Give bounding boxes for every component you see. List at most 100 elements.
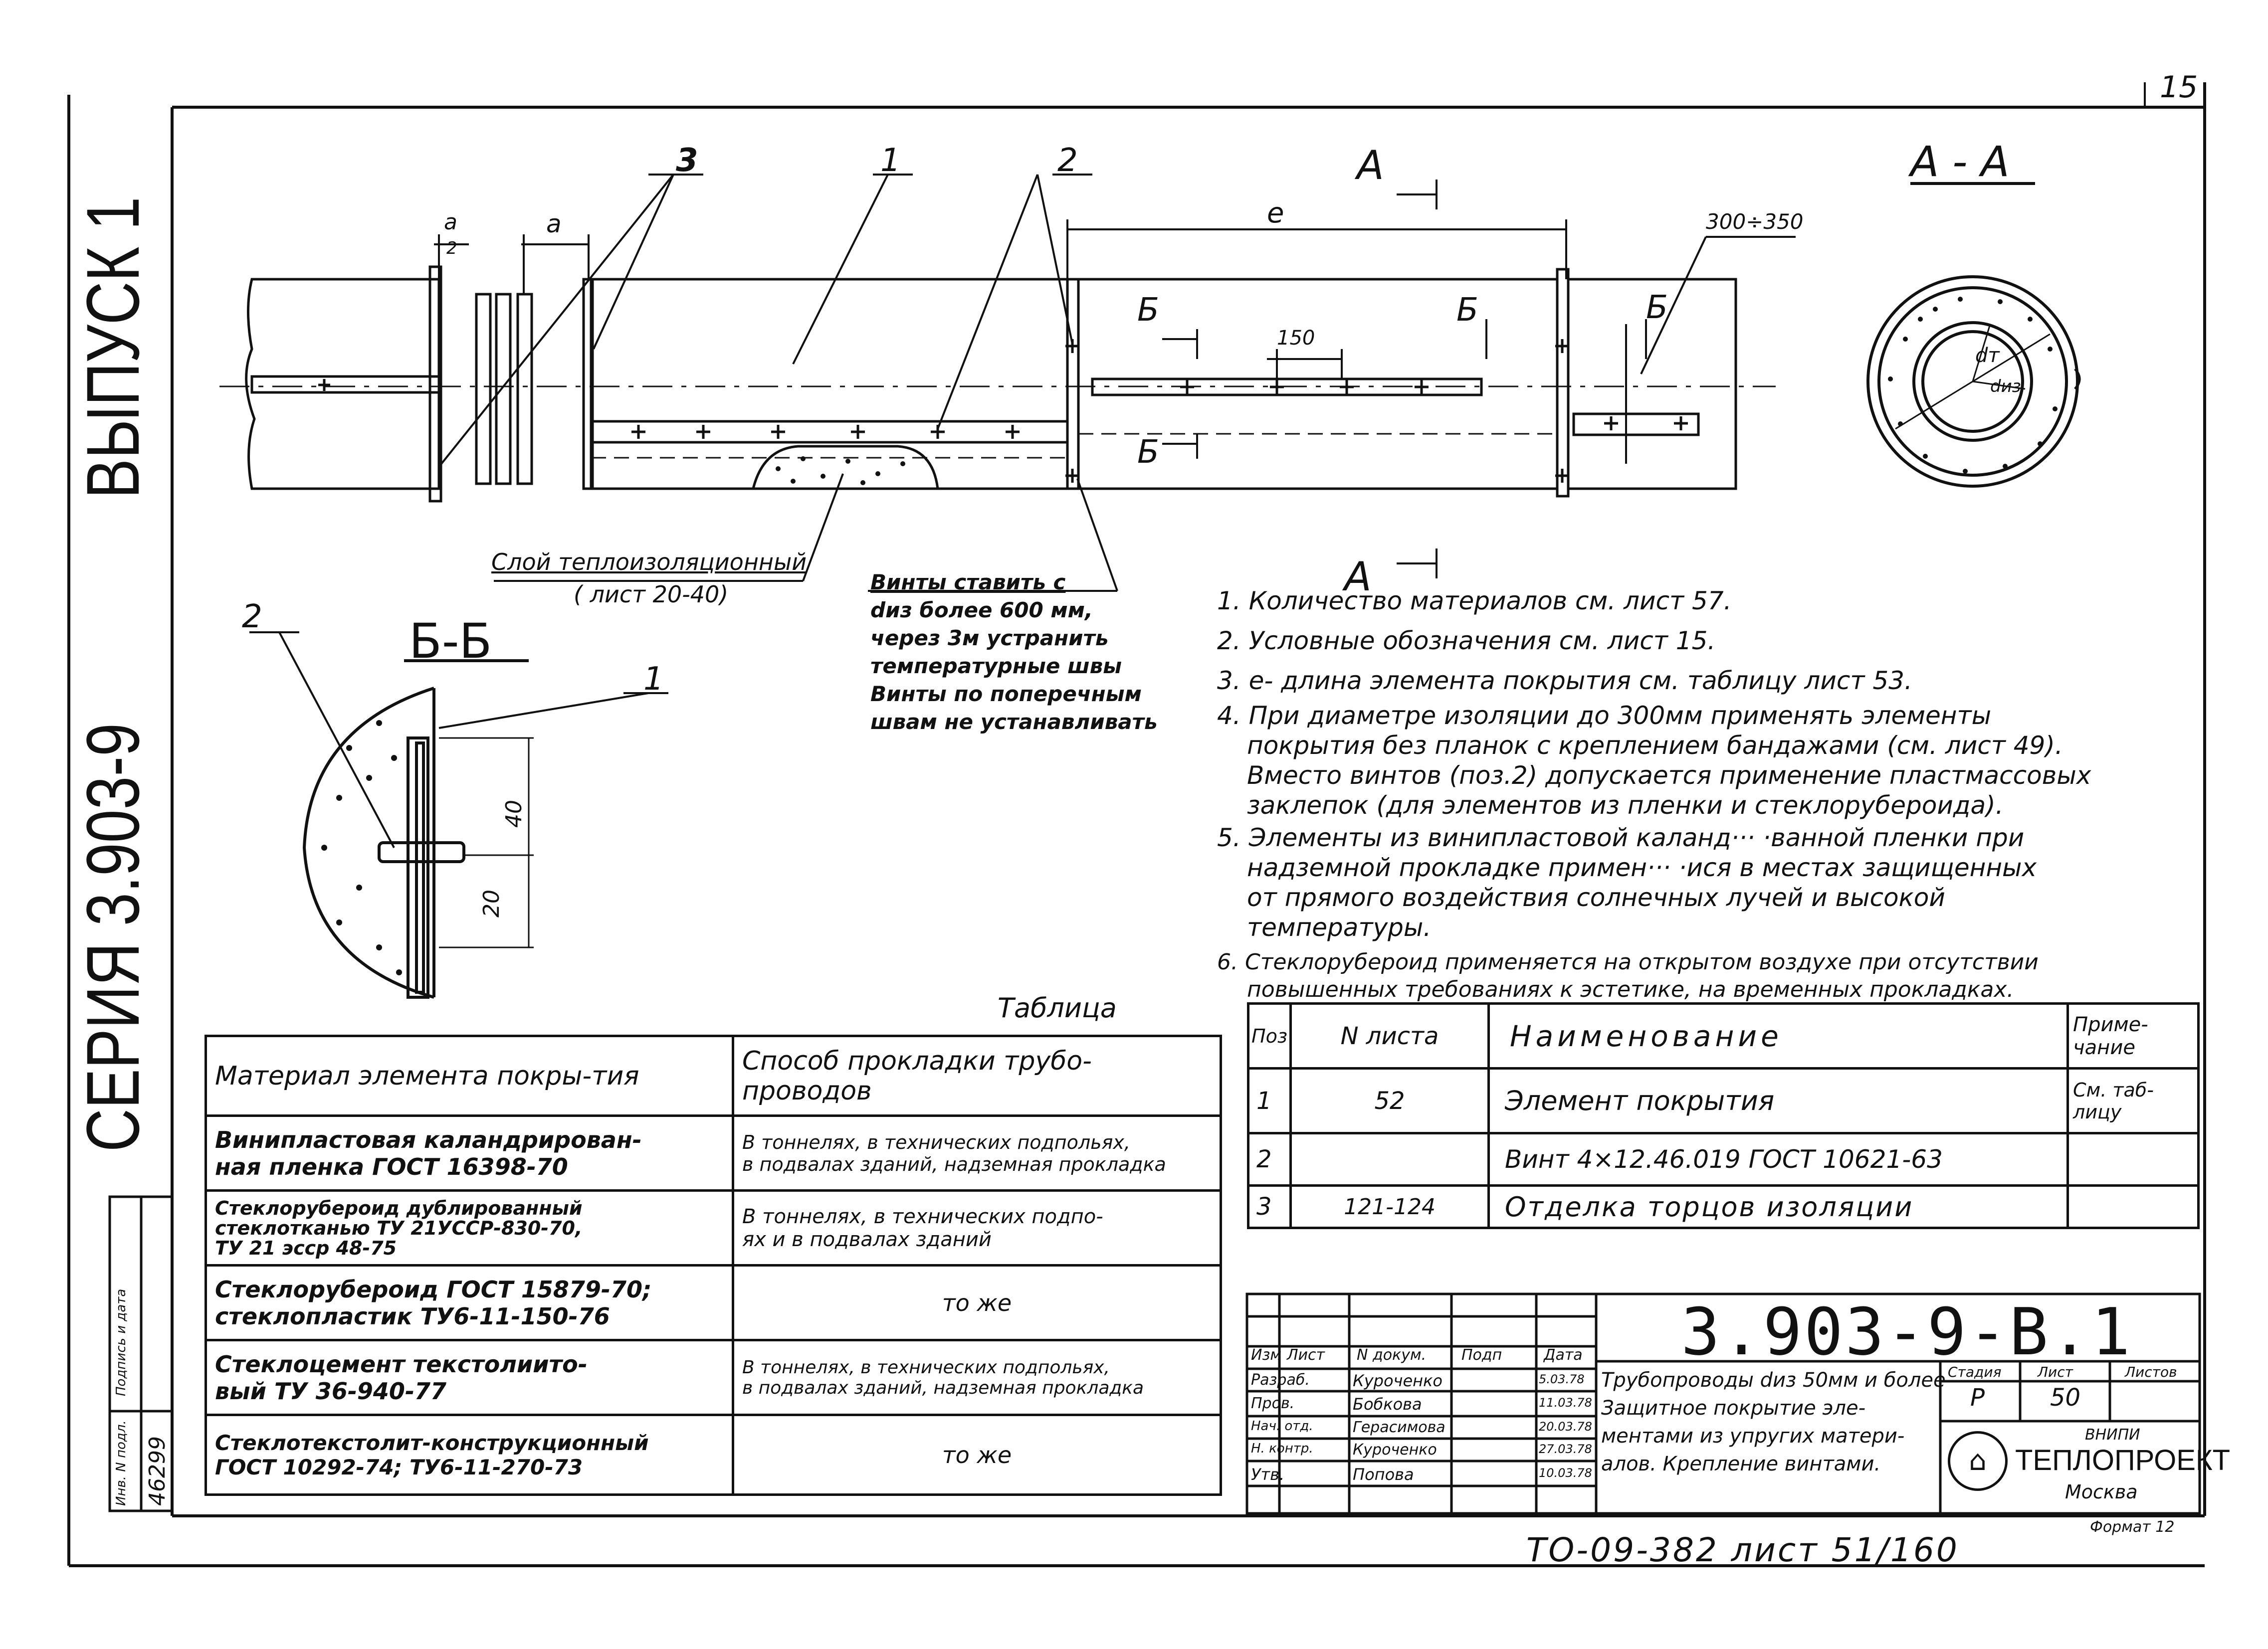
dim-e: e bbox=[1267, 197, 1284, 229]
series-vypusk: ВЫПУСК 1 bbox=[71, 196, 155, 499]
stamp-inv-number: 46299 bbox=[145, 1436, 170, 1506]
sheet-value: 50 bbox=[2050, 1384, 2081, 1412]
pos-1-label: 1 bbox=[880, 142, 901, 179]
signer-date: 27.03.78 bbox=[1539, 1442, 1592, 1456]
stage-header: Лист bbox=[2038, 1364, 2073, 1380]
cell-line: в подвалах зданий, надземная прокладка bbox=[742, 1377, 1144, 1398]
signer-name: Курoченко bbox=[1353, 1441, 1437, 1459]
note-line: покрытия без планок с креплением бандажа… bbox=[1247, 731, 2063, 760]
dim-300-350: 300÷350 bbox=[1706, 209, 1804, 234]
stamp-label-inv: Инв. N подл. bbox=[114, 1420, 129, 1506]
note-line: 2. Условные обозначения см. лист 15. bbox=[1217, 626, 1716, 655]
leader-lines bbox=[434, 174, 1796, 592]
stamp-label-sign: Подпись и дата bbox=[114, 1288, 129, 1396]
cell-line: в подвалах зданий, надземная прокладка bbox=[742, 1153, 1166, 1175]
section-a-top: A bbox=[1357, 142, 1384, 188]
section-b-4: Б bbox=[1646, 289, 1668, 326]
materials-cell: Винипластовая каландрирован- ная пленка … bbox=[205, 1114, 734, 1192]
callout-screws: Винты ставить с dиз более 600 мм, через … bbox=[870, 568, 1158, 736]
dim-a: a bbox=[546, 209, 562, 238]
title-col-list: Лист bbox=[1287, 1346, 1325, 1364]
note-line: от прямого воздействия солнечных лучей и… bbox=[1247, 883, 1945, 912]
signer-role: Нач. отд. bbox=[1251, 1419, 1313, 1434]
cell-line: стеклопластик ТУ6-11-150-76 bbox=[215, 1302, 610, 1330]
materials-table: Материал элемента покры-тия Способ прокл… bbox=[205, 1035, 1222, 1496]
callout-screws-line: температурные швы bbox=[870, 654, 1122, 678]
signer-name: Курoченко bbox=[1353, 1371, 1443, 1390]
callout-insulation-line1: Слой теплоизоляционный bbox=[491, 549, 807, 575]
note-line: 6. Стеклорубероид применяется на открыто… bbox=[1217, 949, 2039, 975]
cell-line: Стеклотекстолит-конструкционный bbox=[215, 1430, 649, 1455]
note-line: 5. Элементы из винипластовой каланд··· ·… bbox=[1217, 823, 2025, 852]
materials-cell: то же bbox=[732, 1264, 1222, 1341]
cell-line: Винипластовая каландрирован- bbox=[215, 1126, 642, 1153]
stage-header: Стадия bbox=[1948, 1364, 2002, 1380]
table-row: Стеклотекстолит-конструкционный ГОСТ 102… bbox=[205, 1414, 1222, 1496]
title-col-izm: Изм bbox=[1251, 1346, 1282, 1364]
title-line: алов. Крепление винтами. bbox=[1601, 1453, 1881, 1475]
note-line: повышенных требованиях к эстетике, на вр… bbox=[1247, 977, 2014, 1002]
title-block-code: 3.903-9-В.1 bbox=[1681, 1294, 2132, 1370]
table-row: Поз N листа Наименование Приме-чание bbox=[1246, 1002, 2200, 1070]
format-label: Формат 12 bbox=[2090, 1518, 2175, 1536]
cell-line: стеклотканью ТУ 21УССР-830-70, bbox=[215, 1217, 583, 1239]
materials-cell: В тоннелях, в технических подпольях, в п… bbox=[732, 1114, 1222, 1192]
callout-insulation-line2: ( лист 20-40) bbox=[574, 581, 729, 608]
series-seriya: СЕРИЯ 3.903-9 bbox=[71, 723, 155, 1152]
title-col-date: Дата bbox=[1544, 1346, 1583, 1364]
materials-table-title: Таблица bbox=[998, 992, 1117, 1024]
bb-dim20: 20 bbox=[479, 890, 504, 917]
spec-cell bbox=[1289, 1132, 1490, 1187]
pos-2-label: 2 bbox=[1057, 142, 1078, 179]
materials-cell: Стеклорубероид дублированный стеклоткань… bbox=[205, 1189, 734, 1267]
materials-cell: В тоннелях, в технических подпольях, в п… bbox=[732, 1339, 1222, 1416]
dim-a-half: a bbox=[444, 209, 457, 235]
signer-role: Утв. bbox=[1251, 1465, 1285, 1484]
org-top: ВНИПИ bbox=[2085, 1426, 2140, 1444]
bb-pos1: 1 bbox=[643, 661, 664, 698]
signer-role: Разраб. bbox=[1251, 1371, 1310, 1389]
stage-header: Листов bbox=[2125, 1364, 2177, 1380]
materials-cell: В тоннелях, в технических подпо- ях и в … bbox=[732, 1189, 1222, 1267]
materials-header-method: Способ прокладки трубо-проводов bbox=[732, 1035, 1222, 1117]
signer-role: Пров. bbox=[1251, 1395, 1295, 1412]
cell-line: ТУ 21 эсср 48-75 bbox=[215, 1237, 397, 1259]
spec-cell: Отделка торцов изоляции bbox=[1487, 1184, 2069, 1229]
cell-line: то же bbox=[942, 1289, 1012, 1316]
callout-screws-line: Винты ставить с bbox=[870, 570, 1066, 594]
signer-date: 20.03.78 bbox=[1539, 1420, 1592, 1434]
label-diz: dиз bbox=[1990, 376, 2021, 396]
cell-line: Стеклорубероид дублированный bbox=[215, 1197, 583, 1219]
signer-date: 10.03.78 bbox=[1539, 1466, 1592, 1480]
pos-3-label: 3 bbox=[676, 142, 698, 179]
cell-line: В тоннелях, в технических подпольях, bbox=[742, 1357, 1110, 1378]
spec-header-sheet: N листа bbox=[1289, 1002, 1490, 1070]
materials-cell: Стеклоцемент текстолиито- вый ТУ 36-940-… bbox=[205, 1339, 734, 1416]
callout-screws-line: швам не устанавливать bbox=[870, 710, 1158, 734]
callout-screws-line: Винты по поперечным bbox=[870, 682, 1142, 706]
note-line: Вместо винтов (поз.2) допускается примен… bbox=[1247, 761, 2091, 790]
org-logo-icon: ⌂ bbox=[1948, 1431, 2008, 1491]
signer-name: Бобкова bbox=[1353, 1395, 1422, 1414]
note-line: 4. При диаметре изоляции до 300мм примен… bbox=[1217, 701, 1992, 730]
materials-header-material: Материал элемента покры-тия bbox=[205, 1035, 734, 1117]
spec-cell: Винт 4×12.46.019 ГОСТ 10621-63 bbox=[1487, 1132, 2069, 1187]
section-aa-title: A - A bbox=[1910, 137, 2010, 186]
section-b-1: Б bbox=[1137, 292, 1159, 329]
spec-cell: 2 bbox=[1246, 1132, 1292, 1187]
pipe-elevation bbox=[219, 265, 1776, 503]
cell-line: ях и в подвалах зданий bbox=[742, 1228, 992, 1251]
dim-a-half-den: 2 bbox=[446, 238, 457, 258]
cell-line: ная пленка ГОСТ 16398-70 bbox=[215, 1153, 568, 1180]
bb-dim40: 40 bbox=[501, 800, 527, 828]
spec-cell bbox=[2066, 1132, 2200, 1187]
left-stamp-lines bbox=[108, 1195, 174, 1512]
signer-name: Попова bbox=[1353, 1465, 1414, 1484]
bb-dots bbox=[321, 720, 402, 975]
label-dt: dт bbox=[1975, 344, 2000, 367]
table-row: 2 Винт 4×12.46.019 ГОСТ 10621-63 bbox=[1246, 1132, 2200, 1187]
note-line: 1. Количество материалов см. лист 57. bbox=[1217, 586, 1732, 615]
org-name: ТЕПЛОПРОЕКТ bbox=[2015, 1444, 2231, 1476]
signer-role: Н. контр. bbox=[1251, 1441, 1313, 1456]
